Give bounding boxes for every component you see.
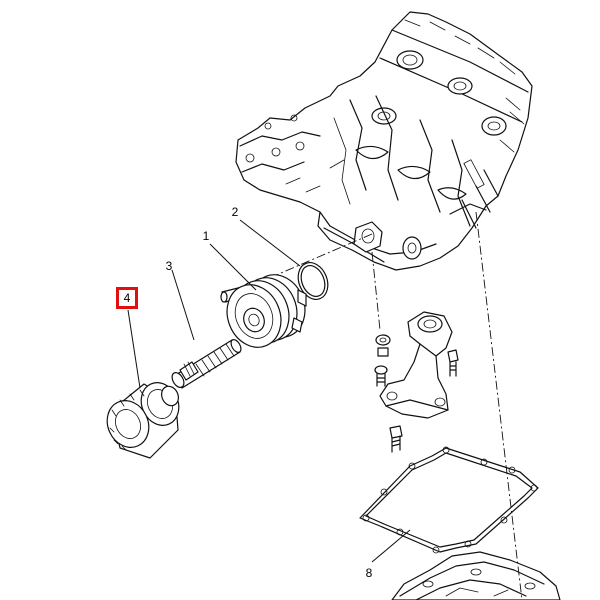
callout-3: 3 [165,259,173,273]
callout-8: 8 [365,566,373,580]
crankcase-icon [235,11,533,271]
oil-cooler-icon [220,274,307,348]
oil-filter-icon [106,382,180,459]
callout-2: 2 [231,205,239,219]
o-ring-icon [297,262,329,300]
leader-lines [127,219,411,563]
oil-pan-icon [391,551,561,600]
strainer-fasteners-icon [374,334,459,453]
oil-strainer-icon [379,311,453,419]
highlight-box [116,287,138,309]
callout-1: 1 [202,229,210,243]
union-bolt-icon [171,339,242,389]
callout-4: 4 [123,291,131,305]
oil-pan-gasket-icon [359,446,539,554]
